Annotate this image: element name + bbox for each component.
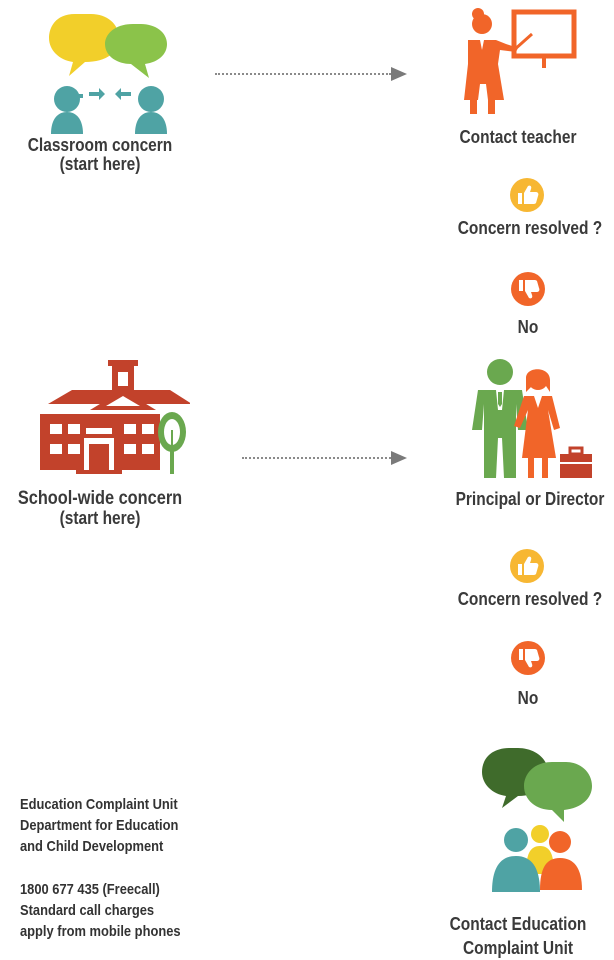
conversation-icon [49,14,167,134]
contact-phone[interactable]: 1800 677 435 (Freecall) [20,881,160,898]
school-wide-concern-label: School-wide concern [17,488,183,509]
contact-department-cont: and Child Development [20,838,164,855]
school-to-principal-arrow [242,451,407,465]
principal-director-label: Principal or Director [455,489,605,509]
contact-unit-label-line1: Contact Education [449,914,587,934]
classroom-start-here-label: (start here) [59,154,141,174]
teacher-whiteboard-icon [464,8,577,114]
thumbs-up-icon [510,549,544,583]
classroom-concern-label: Classroom concern [27,135,173,155]
school-start-here-label: (start here) [59,508,141,528]
contact-unit-name: Education Complaint Unit [20,796,178,813]
concern-resolved-label-2: Concern resolved ? [457,589,603,609]
group-chat-icon [482,748,592,892]
no-label-1: No [517,317,539,337]
contact-teacher-label: Contact teacher [459,127,577,147]
contact-unit-label-line2: Complaint Unit [462,938,574,958]
concern-resolved-label-1: Concern resolved ? [457,218,603,238]
classroom-to-teacher-arrow [215,67,407,81]
contact-note-1: Standard call charges [20,902,155,919]
contact-department: Department for Education [20,817,179,834]
thumbs-down-icon [511,272,545,306]
principal-director-icon [472,359,592,478]
contact-info-block: Education Complaint Unit Department for … [20,794,218,942]
school-building-icon [40,360,190,474]
thumbs-up-icon [510,178,544,212]
thumbs-down-icon [511,641,545,675]
contact-note-2: apply from mobile phones [20,923,181,940]
no-label-2: No [517,688,539,708]
